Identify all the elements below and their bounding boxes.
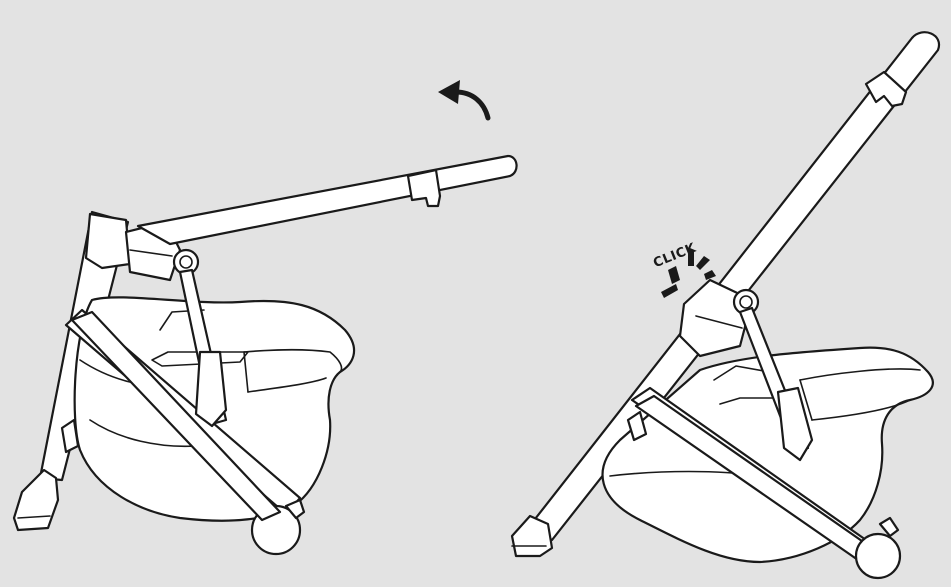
stroller-folded [12,154,518,556]
stroller-unfolded [510,31,941,580]
foot-right [510,514,554,558]
rear-leg [70,310,282,522]
handle-clip [406,168,442,208]
strut-foot [194,350,228,428]
click-burst-icon [661,250,716,298]
rear-wheel-right [854,532,902,580]
strut-foot-right [776,386,814,462]
handlebar [136,154,518,246]
top-joint [84,212,132,270]
seat-body-right [601,346,934,564]
handlebar-raised [526,31,941,542]
handle-clip-raised [864,70,908,108]
front-foot [12,468,60,532]
curved-arrow-icon [438,80,491,121]
